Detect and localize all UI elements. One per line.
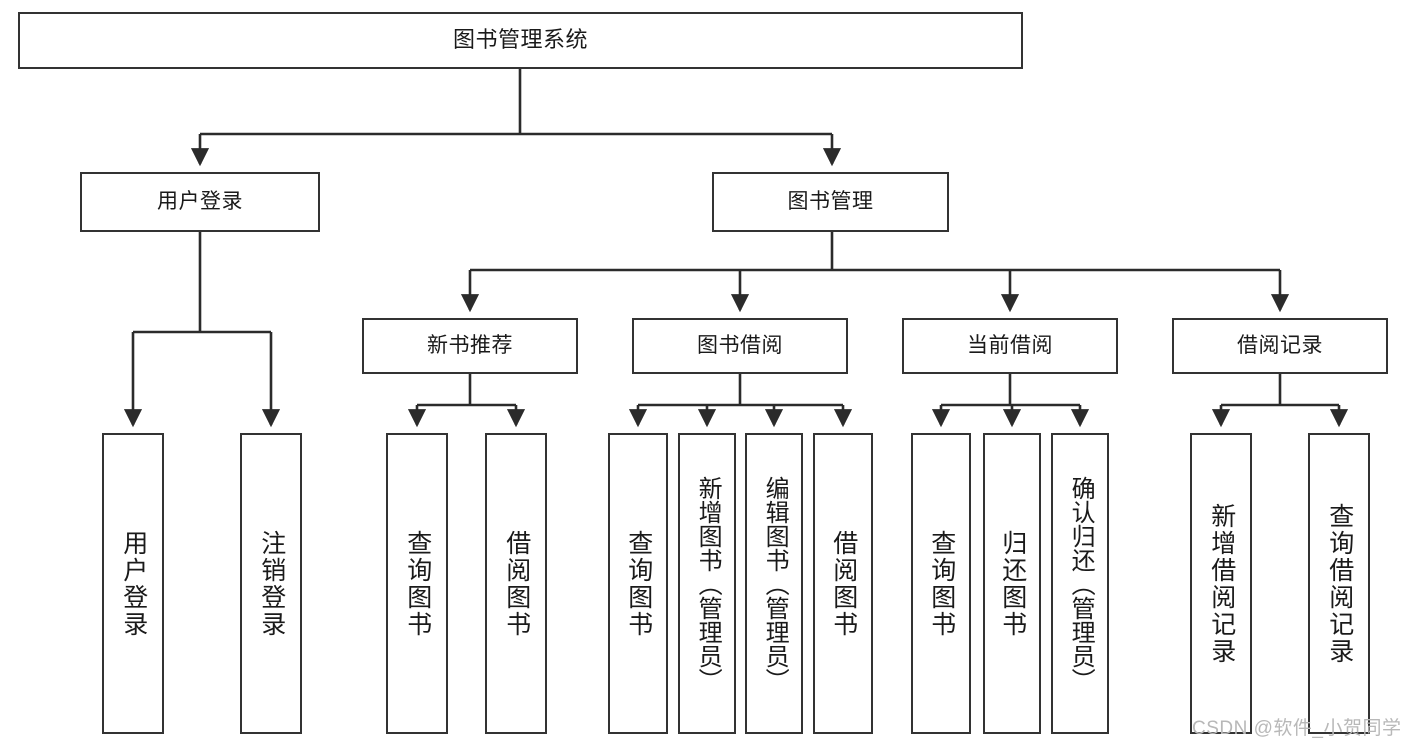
leaf-add-book-admin[interactable]: 新增图书（管理员） (678, 433, 736, 734)
node-current-borrow[interactable]: 当前借阅 (902, 318, 1118, 374)
node-book-borrow[interactable]: 图书借阅 (632, 318, 848, 374)
node-user-login[interactable]: 用户登录 (80, 172, 320, 232)
node-book-management[interactable]: 图书管理 (712, 172, 949, 232)
node-root-system[interactable]: 图书管理系统 (18, 12, 1023, 69)
leaf-query-book[interactable]: 查询图书 (608, 433, 668, 734)
node-book-borrow-label: 图书借阅 (697, 334, 783, 358)
leaf-query-book-current-label: 查询图书 (927, 529, 956, 638)
leaf-edit-book-admin-label: 编辑图书（管理员） (761, 475, 789, 692)
leaf-borrow-book-new-label: 借阅图书 (502, 529, 531, 638)
node-current-borrow-label: 当前借阅 (967, 334, 1053, 358)
leaf-query-borrow-record-label: 查询借阅记录 (1325, 502, 1354, 665)
leaf-borrow-book[interactable]: 借阅图书 (813, 433, 873, 734)
leaf-return-book-label: 归还图书 (998, 529, 1027, 638)
node-borrow-records-label: 借阅记录 (1237, 334, 1323, 358)
leaf-logout[interactable]: 注销登录 (240, 433, 302, 734)
leaf-user-login-label: 用户登录 (119, 529, 148, 638)
node-user-login-label: 用户登录 (157, 190, 243, 214)
leaf-add-borrow-record[interactable]: 新增借阅记录 (1190, 433, 1252, 734)
leaf-query-book-new-label: 查询图书 (403, 529, 432, 638)
leaf-user-login[interactable]: 用户登录 (102, 433, 164, 734)
watermark: CSDN @软件_小贺同学 (1192, 718, 1402, 739)
node-borrow-records[interactable]: 借阅记录 (1172, 318, 1388, 374)
leaf-confirm-return-admin-label: 确认归还（管理员） (1067, 475, 1095, 692)
leaf-borrow-book-new[interactable]: 借阅图书 (485, 433, 547, 734)
node-new-book-recommend-label: 新书推荐 (427, 334, 513, 358)
leaf-logout-label: 注销登录 (257, 529, 286, 638)
leaf-query-book-current[interactable]: 查询图书 (911, 433, 971, 734)
leaf-edit-book-admin[interactable]: 编辑图书（管理员） (745, 433, 803, 734)
leaf-query-book-new[interactable]: 查询图书 (386, 433, 448, 734)
leaf-return-book[interactable]: 归还图书 (983, 433, 1041, 734)
leaf-add-book-admin-label: 新增图书（管理员） (694, 475, 722, 692)
leaf-query-book-label: 查询图书 (624, 529, 653, 638)
leaf-query-borrow-record[interactable]: 查询借阅记录 (1308, 433, 1370, 734)
node-new-book-recommend[interactable]: 新书推荐 (362, 318, 578, 374)
leaf-add-borrow-record-label: 新增借阅记录 (1207, 502, 1236, 665)
leaf-confirm-return-admin[interactable]: 确认归还（管理员） (1051, 433, 1109, 734)
node-book-management-label: 图书管理 (787, 190, 874, 214)
node-root-system-label: 图书管理系统 (452, 27, 588, 53)
leaf-borrow-book-label: 借阅图书 (829, 529, 858, 638)
